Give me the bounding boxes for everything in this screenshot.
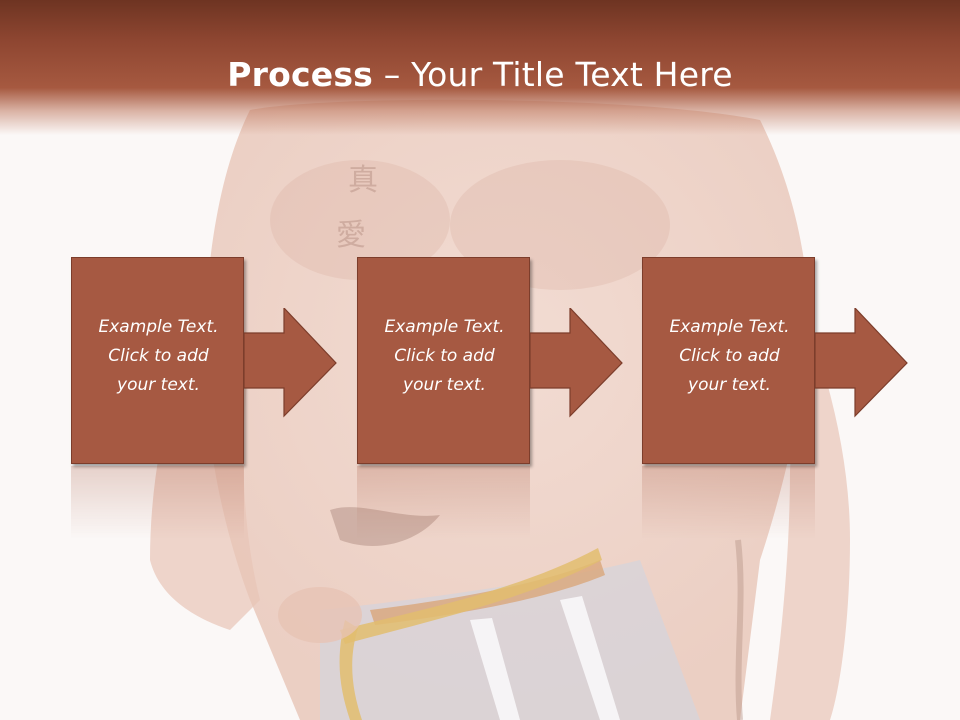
step-box[interactable]: Example Text. Click to add your text. (357, 257, 530, 464)
right-arrow-icon (815, 308, 908, 418)
step-text-line-3: your text. (403, 375, 486, 395)
svg-text:愛: 愛 (336, 218, 366, 253)
process-step-2[interactable]: Example Text. Click to add your text. (357, 257, 623, 539)
step-box[interactable]: Example Text. Click to add your text. (642, 257, 815, 464)
slide-title[interactable]: Process – Your Title Text Here (0, 55, 960, 94)
step-text-line-1: Example Text. (98, 317, 219, 337)
step-reflection (642, 466, 815, 539)
process-step-1[interactable]: Example Text. Click to add your text. (71, 257, 337, 539)
step-text-line-1: Example Text. (669, 317, 790, 337)
step-text-line-2: Click to add (394, 346, 495, 366)
step-text[interactable]: Example Text. Click to add your text. (643, 313, 816, 400)
step-reflection (71, 466, 244, 539)
step-text[interactable]: Example Text. Click to add your text. (72, 313, 245, 400)
step-text-line-3: your text. (688, 375, 771, 395)
step-text-line-1: Example Text. (384, 317, 505, 337)
title-rest: – Your Title Text Here (373, 55, 733, 94)
header-band (0, 0, 960, 135)
right-arrow-icon (244, 308, 337, 418)
step-reflection (357, 466, 530, 539)
right-arrow-icon (530, 308, 623, 418)
step-box[interactable]: Example Text. Click to add your text. (71, 257, 244, 464)
svg-text:真: 真 (348, 163, 378, 198)
step-text-line-3: your text. (117, 375, 200, 395)
title-bold: Process (227, 55, 374, 94)
step-text-line-2: Click to add (108, 346, 209, 366)
process-step-3[interactable]: Example Text. Click to add your text. (642, 257, 908, 539)
step-text[interactable]: Example Text. Click to add your text. (358, 313, 531, 400)
step-text-line-2: Click to add (679, 346, 780, 366)
